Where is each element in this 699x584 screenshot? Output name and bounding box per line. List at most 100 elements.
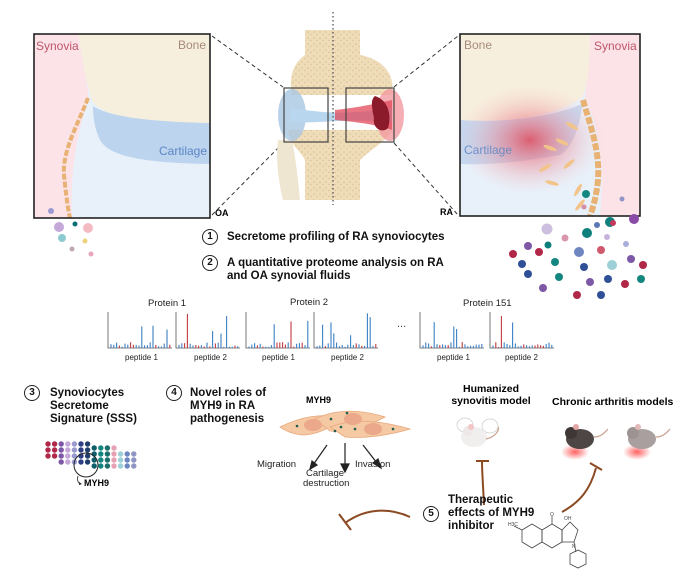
oa-cartilage-label: Cartilage [159,144,208,158]
step-4-text-line1: Novel roles of [190,387,267,399]
step-5-text-line2: effects of MYH9 [448,507,535,519]
step-4-badge: 4 [166,385,182,401]
outcome-destruction: destruction [303,478,350,489]
dark-mouse-icon [561,424,609,460]
sss-dot [124,463,130,469]
sss-dot [58,453,64,459]
peptide-spectra [107,312,554,349]
sss-dot [104,451,111,457]
proteins-ellipsis: ... [397,318,407,330]
step-3-text-line3: Signature (SSS) [50,413,137,425]
inhibit-bar-chronic [589,462,603,471]
sss-dot [131,457,137,463]
protein-2-peptide-2: peptide 2 [331,353,364,362]
mouse-models [456,417,671,460]
oa-synovia-label: Synovia [36,39,79,53]
sss-dot [111,445,117,451]
humanized-line1: Humanized [462,383,519,395]
sss-dot [98,451,104,457]
protein-151-title: Protein 151 [463,298,512,309]
sss-dot [91,463,97,469]
myh9-inhibitor-structure: H3C OH O N [508,512,587,569]
ra-corner-label: RA [440,207,453,217]
protein-1-title: Protein 1 [148,298,187,309]
sss-myh9-label: MYH9 [84,478,110,488]
ra-synovia-label: Synovia [594,39,637,53]
sss-dot [51,453,58,459]
protein-1-peptide-1: peptide 1 [125,353,158,362]
ra-zoom-panel [455,33,641,217]
ra-secreted-particles-top [581,190,639,227]
protein-2-title: Protein 2 [290,297,329,308]
step-4-text-line2: MYH9 in RA [190,400,256,412]
chem-n: N [572,544,576,550]
ra-bone-label: Bone [464,38,493,52]
sss-dot [124,451,130,457]
protein-151-peptide-2: peptide 2 [505,353,538,362]
chronic-arthritis-title: Chronic arthritis models [552,396,674,408]
sss-dot [91,457,97,463]
step-2-text-line2: and OA synovial fluids [227,270,351,282]
oa-secreted-particles [48,208,93,233]
sss-dot [117,451,124,457]
step-5-badge: 5 [423,506,439,522]
step-3-text-line1: Synoviocytes [50,387,125,399]
outcome-cartilage: Cartilage [306,468,345,479]
sss-dot [131,463,137,469]
humanized-line2: synovitis model [451,395,531,407]
step-3-text-line2: Secretome [50,400,109,412]
sss-dot [65,447,71,453]
sss-dot [45,447,51,453]
sss-dot [65,459,71,465]
inhibit-arrow-roles [344,509,411,524]
sss-dot [65,441,71,447]
sss-dot [84,447,91,453]
protein-151-peptide-1: peptide 1 [437,353,470,362]
sss-dot [45,441,51,447]
inhibit-bar-roles [338,513,352,531]
sss-dot [65,453,71,459]
chem-ch3: H3C [508,522,518,528]
outcome-invasion: Invasion [355,459,391,470]
protein-2-peptide-1: peptide 1 [262,353,295,362]
oa-corner-label: OA [215,208,229,218]
sss-dot [84,453,91,459]
sss-dot [45,453,51,459]
humanized-mouse-icon [456,417,500,447]
protein-1-peptide-2: peptide 2 [194,353,227,362]
sss-dot [78,441,84,447]
step-4-text-line3: pathogenesis [190,413,265,425]
sss-dot [111,463,117,469]
sss-dot [98,457,104,463]
humanized-model-title: Humanized synovitis model [448,383,534,407]
sss-dot [78,447,84,453]
sss-dot [98,445,104,451]
sss-dot [58,447,64,453]
sss-dot [111,451,117,457]
ra-particles-cloud [509,220,647,299]
sss-dot [131,451,137,457]
sss-dot [84,459,91,465]
step-2-text-line1: A quantitative proteome analysis on RA [227,257,444,269]
sss-dot [104,457,111,463]
synoviocyte-cells [279,410,412,474]
sss-dot [58,459,64,465]
sss-dot [71,441,78,447]
oa-bone-label: Bone [178,38,207,52]
sss-dot [124,457,130,463]
sss-dot [104,445,111,451]
sss-dot [117,463,124,469]
knee-joint [277,12,404,205]
step-1-text: Secretome profiling of RA synoviocytes [227,231,445,243]
grey-mouse-icon [623,424,671,460]
step-2-badge: 2 [202,255,218,271]
step-5-text-line3: inhibitor [448,520,494,532]
myh9-cell-label: MYH9 [306,395,332,405]
chem-o: O [550,512,554,518]
oa-particles-cloud [58,234,94,257]
sss-dot [71,453,78,459]
sss-dot [51,441,58,447]
ra-cartilage-label: Cartilage [464,143,513,157]
chem-oh: OH [564,516,572,522]
